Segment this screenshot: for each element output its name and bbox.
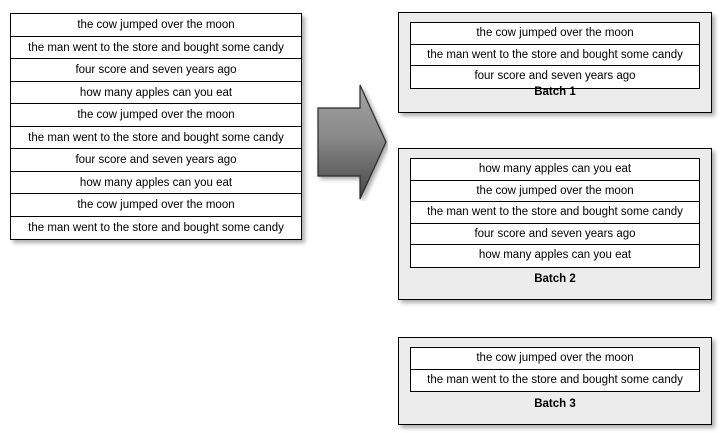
list-item: four score and seven years ago	[411, 224, 699, 245]
list-item: how many apples can you eat	[11, 82, 301, 104]
list-item: how many apples can you eat	[411, 159, 699, 181]
source-sentence-list: the cow jumped over the moon the man wen…	[10, 13, 302, 240]
list-item: the man went to the store and bought som…	[411, 202, 699, 224]
list-item: how many apples can you eat	[11, 172, 301, 194]
list-item: the cow jumped over the moon	[411, 23, 699, 45]
list-item: four score and seven years ago	[11, 59, 301, 82]
list-item: the cow jumped over the moon	[11, 104, 301, 127]
list-item: the cow jumped over the moon	[11, 194, 301, 217]
batch-label-1: Batch 1	[534, 86, 576, 98]
right-block-arrow-icon	[317, 84, 387, 200]
batch-card-3: the cow jumped over the moon the man wen…	[398, 337, 712, 425]
list-item: the man went to the store and bought som…	[411, 45, 699, 66]
batch-card-2: how many apples can you eat the cow jump…	[398, 148, 712, 300]
batch-sentence-list-3: the cow jumped over the moon the man wen…	[410, 347, 700, 392]
list-item: the man went to the store and bought som…	[11, 127, 301, 149]
batch-sentence-list-2: how many apples can you eat the cow jump…	[410, 158, 700, 268]
list-item: how many apples can you eat	[478, 249, 632, 261]
batch-label-2: Batch 2	[534, 273, 576, 285]
batch-card-1: the cow jumped over the moon the man wen…	[398, 12, 712, 113]
batch-sentence-list-1: the cow jumped over the moon the man wen…	[410, 22, 700, 89]
list-item: the cow jumped over the moon	[411, 348, 699, 370]
list-item: four score and seven years ago	[474, 70, 636, 82]
batch-label-3: Batch 3	[534, 398, 576, 410]
list-item: the man went to the store and bought som…	[28, 221, 284, 234]
list-item: the man went to the store and bought som…	[11, 37, 301, 59]
list-item: the cow jumped over the moon	[11, 14, 301, 37]
list-item: the man went to the store and bought som…	[427, 373, 683, 386]
list-item: four score and seven years ago	[11, 149, 301, 172]
list-item: the cow jumped over the moon	[411, 181, 699, 202]
